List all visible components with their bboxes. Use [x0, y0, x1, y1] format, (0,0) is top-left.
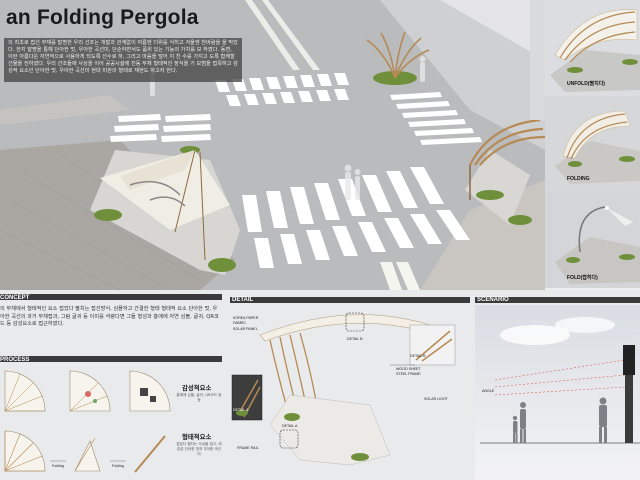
- label-detail-b: DETAIL B: [347, 337, 363, 341]
- label-wood-sheet: WOOD SHEET: [396, 367, 421, 371]
- scenario-title: SCENARIO: [477, 297, 509, 303]
- page-title: an Folding Pergola: [6, 6, 199, 29]
- intro-text: 의 최초로 접선 부채를 발명한 우리 선조는 개발과 관계없이 여름엔 더위를…: [8, 40, 238, 74]
- folded-stick: [134, 435, 166, 473]
- scenario-angle-label: ANGLE: [482, 389, 495, 393]
- label-steel-frame: STEEL FRAME: [396, 372, 421, 376]
- process-diagram: [4, 370, 171, 473]
- process-title: PROCESS: [0, 357, 30, 363]
- street-scene: an Folding Pergola 의 최초로 접선 부채를 발명한 우리 선…: [0, 0, 545, 290]
- process-arrow-label-1: Folding: [52, 464, 64, 468]
- detail-bar: [230, 297, 470, 303]
- form-label: 형태적요소: [182, 433, 212, 441]
- folding-render: [545, 96, 640, 192]
- fan-sketch-3: [129, 370, 171, 412]
- label-solar-panel: SOLAR PANEL: [233, 327, 258, 331]
- intro-text-box: 의 최초로 접선 부채를 발명한 우리 선조는 개발과 관계없이 여름엔 더위를…: [4, 38, 242, 82]
- fan-sketch-2: [69, 370, 111, 412]
- sensibility-desc: 흥에에 심볼, 글귀, QR코드 등등: [176, 393, 222, 402]
- fold-sequence-strip: UNFOLD(펼치다) FOLDING: [545, 0, 640, 290]
- sensibility-label: 감성적요소: [182, 384, 212, 392]
- detail-title: DETAIL: [232, 297, 254, 303]
- fan-sketch-1: [4, 370, 46, 412]
- label-korea-paper: KOREA PAPER: [233, 316, 259, 320]
- street-render: [0, 0, 545, 290]
- unfold-label: UNFOLD(펼치다): [567, 81, 605, 87]
- folding-label: FOLDING: [567, 176, 590, 182]
- label-detail-a: DETAIL A: [233, 408, 249, 412]
- fold-render: [545, 192, 640, 288]
- concept-bar: [0, 294, 222, 300]
- label-solar-light: SOLAR LIGHT: [424, 397, 448, 401]
- label-detail-a2: DETAIL A: [282, 424, 298, 428]
- unfold-render: [545, 0, 640, 96]
- concept-text: 의 부채에서 형태적인 요소 접었다 펼치는 접선방식, 심플하고 간결한 형태…: [0, 306, 219, 328]
- label-frame-rail: FRAME RAIL: [237, 446, 259, 450]
- label-fabric: FABRIC: [233, 321, 246, 325]
- fan-sketch-4: [4, 430, 46, 472]
- fold-label: FOLD(접히다): [567, 275, 598, 281]
- scenario-diagram: [475, 305, 640, 480]
- label-detail-b2: DETAIL B: [410, 354, 426, 358]
- folding-panel: FOLDING: [545, 96, 640, 192]
- form-desc: 접었다 펼치는 사상을 접고, 외감성 단아한 멋과 우아한 곡선미: [176, 442, 222, 456]
- unfold-panel: UNFOLD(펼치다): [545, 0, 640, 96]
- process-bar: [0, 356, 222, 362]
- concept-title: CONCEPT: [0, 295, 30, 301]
- fan-sketch-5: [74, 437, 101, 472]
- detail-diagram: [231, 312, 456, 466]
- process-arrow-label-2: Folding: [112, 464, 124, 468]
- scenario-bar: [475, 297, 640, 303]
- fold-panel: FOLD(접히다): [545, 192, 640, 288]
